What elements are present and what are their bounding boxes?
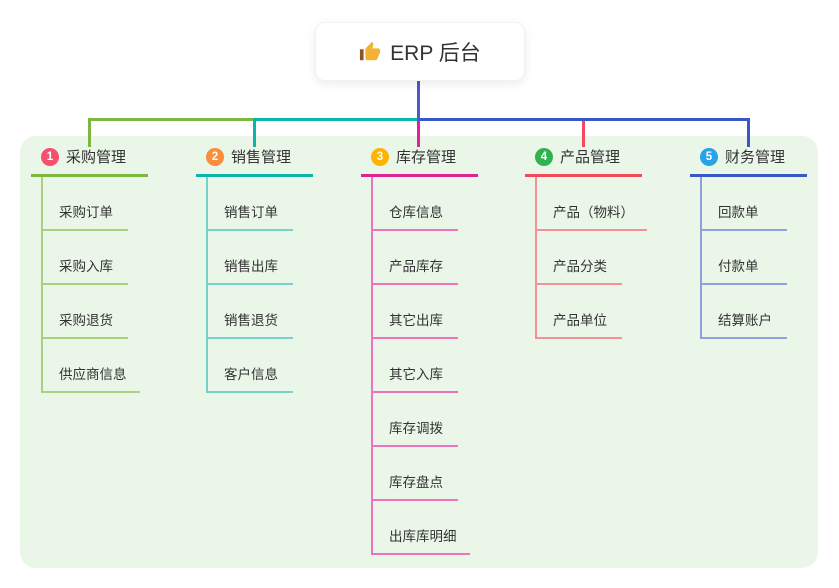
branch-label: 产品管理: [560, 149, 621, 166]
connector-bus-left: [88, 118, 253, 121]
root-label: ERP 后台: [390, 41, 481, 65]
mindmap-leaf-node[interactable]: 产品分类: [537, 231, 622, 285]
mindmap-leaf-node[interactable]: 产品单位: [537, 285, 622, 339]
branch-node-sales[interactable]: 2 销售管理: [196, 146, 313, 177]
mindmap-leaf-node[interactable]: 库存盘点: [373, 447, 458, 501]
connector-drop-inventory: [417, 121, 420, 147]
mindmap-leaf-node[interactable]: 采购退货: [43, 285, 128, 339]
connector-drop-product: [582, 121, 585, 147]
branches-panel: [20, 136, 818, 568]
leaf-label: 库存调拨: [389, 421, 443, 436]
leaf-label: 客户信息: [224, 367, 278, 382]
branch-number-badge: 2: [206, 147, 224, 166]
branch-number-badge: 1: [41, 147, 59, 166]
branch-items-product: 产品（物料） 产品分类产品单位: [535, 177, 647, 339]
mindmap-leaf-node[interactable]: 采购入库: [43, 231, 128, 285]
branch-inventory: 3 库存管理 仓库信息产品库存其它出库其它入库库存调拨库存盘点出库库明细: [361, 146, 478, 555]
mindmap-leaf-node[interactable]: 其它入库: [373, 339, 458, 393]
branch-sales: 2 销售管理 销售订单销售出库销售退货客户信息: [196, 146, 313, 393]
mindmap-leaf-node[interactable]: 销售订单: [208, 177, 293, 231]
leaf-label: 销售出库: [224, 259, 278, 274]
branch-number-badge: 4: [535, 147, 553, 166]
branch-label: 库存管理: [396, 149, 457, 166]
mindmap-leaf-node[interactable]: 产品库存: [373, 231, 458, 285]
leaf-label: 出库库明细: [389, 529, 457, 544]
leaf-label: 产品单位: [553, 313, 607, 328]
leaf-label: 产品库存: [389, 259, 443, 274]
branch-purchase: 1 采购管理 采购订单采购入库采购退货供应商信息: [31, 146, 148, 393]
leaf-label: 供应商信息: [59, 367, 127, 382]
mindmap-leaf-node[interactable]: 结算账户: [702, 285, 787, 339]
branch-node-product[interactable]: 4 产品管理: [525, 146, 642, 177]
mindmap-leaf-node[interactable]: 仓库信息: [373, 177, 458, 231]
leaf-label: 结算账户: [718, 313, 772, 328]
leaf-label: 销售订单: [224, 205, 278, 220]
connector-root-drop: [417, 81, 420, 121]
mindmap-leaf-node[interactable]: 销售出库: [208, 231, 293, 285]
branch-items-finance: 回款单付款单结算账户: [700, 177, 807, 339]
mindmap-leaf-node[interactable]: 供应商信息: [43, 339, 140, 393]
leaf-label: 回款单: [718, 205, 759, 220]
leaf-label: 仓库信息: [389, 205, 443, 220]
connector-drop-sales: [253, 121, 256, 147]
branch-node-finance[interactable]: 5 财务管理: [690, 146, 807, 177]
mindmap-leaf-node[interactable]: 销售退货: [208, 285, 293, 339]
thumbs-up-icon: [359, 41, 381, 63]
mindmap-leaf-node[interactable]: 客户信息: [208, 339, 293, 393]
mindmap-leaf-node[interactable]: 回款单: [702, 177, 787, 231]
branch-items-purchase: 采购订单采购入库采购退货供应商信息: [41, 177, 148, 393]
branch-product: 4 产品管理 产品（物料） 产品分类产品单位: [525, 146, 647, 339]
branch-number-badge: 3: [371, 147, 389, 166]
connector-drop-purchase: [88, 121, 91, 147]
branch-items-inventory: 仓库信息产品库存其它出库其它入库库存调拨库存盘点出库库明细: [371, 177, 478, 555]
leaf-label: 其它出库: [389, 313, 443, 328]
leaf-label: 采购订单: [59, 205, 113, 220]
mindmap-leaf-node[interactable]: 采购订单: [43, 177, 128, 231]
leaf-label: 其它入库: [389, 367, 443, 382]
branch-label: 销售管理: [231, 149, 292, 166]
connector-bus-mid: [253, 118, 417, 121]
leaf-label: 销售退货: [224, 313, 278, 328]
branch-finance: 5 财务管理 回款单付款单结算账户: [690, 146, 807, 339]
leaf-label: 产品（物料）: [553, 205, 634, 220]
leaf-label: 库存盘点: [389, 475, 443, 490]
leaf-label: 采购退货: [59, 313, 113, 328]
connector-drop-finance: [747, 121, 750, 147]
mindmap-leaf-node[interactable]: 其它出库: [373, 285, 458, 339]
mindmap-leaf-node[interactable]: 库存调拨: [373, 393, 458, 447]
branch-label: 采购管理: [66, 149, 127, 166]
branch-number-badge: 5: [700, 147, 718, 166]
root-node[interactable]: ERP 后台: [315, 22, 525, 81]
branch-label: 财务管理: [725, 149, 786, 166]
mindmap-leaf-node[interactable]: 出库库明细: [373, 501, 470, 555]
leaf-label: 付款单: [718, 259, 759, 274]
connector-bus-right: [420, 118, 750, 121]
branch-node-purchase[interactable]: 1 采购管理: [31, 146, 148, 177]
leaf-label: 采购入库: [59, 259, 113, 274]
leaf-label: 产品分类: [553, 259, 607, 274]
branch-items-sales: 销售订单销售出库销售退货客户信息: [206, 177, 313, 393]
mindmap-leaf-node[interactable]: 付款单: [702, 231, 787, 285]
branch-node-inventory[interactable]: 3 库存管理: [361, 146, 478, 177]
mindmap-leaf-node[interactable]: 产品（物料）: [537, 177, 647, 231]
